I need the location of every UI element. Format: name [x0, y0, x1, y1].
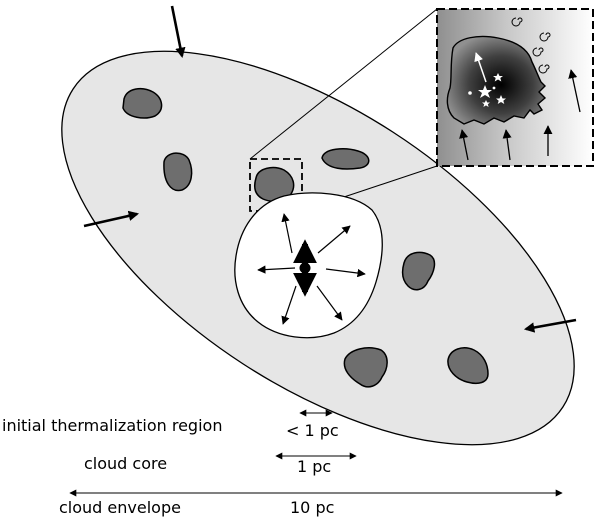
cloud-core-scale-label: 1 pc — [297, 457, 331, 476]
clump — [447, 347, 489, 385]
star-icon — [468, 73, 506, 107]
clump — [163, 152, 193, 192]
dense-clumps — [122, 87, 489, 388]
clump — [401, 251, 436, 291]
zoom-line-upper — [249, 8, 438, 160]
stellar-ejection-arrow — [474, 52, 487, 83]
inset-inflow-arrows — [459, 69, 581, 161]
inflow-arrow-left — [83, 210, 140, 228]
cloud-envelope-scale-label: 10 pc — [290, 498, 334, 517]
thermalization-region-label: initial thermalization region — [2, 416, 222, 435]
clump — [343, 347, 388, 388]
zoom-box — [249, 158, 303, 212]
bipolar-outflow — [293, 239, 317, 297]
protostar — [299, 262, 311, 274]
clump — [122, 87, 163, 119]
thermalization-scale-label: < 1 pc — [286, 421, 339, 440]
thermalization-arrows — [257, 213, 366, 325]
clump — [321, 148, 370, 170]
inflow-arrow-right — [523, 318, 577, 333]
zoom-inset — [436, 8, 594, 167]
cloud-envelope-label: cloud envelope — [59, 498, 181, 517]
inflow-arrow-top — [170, 5, 186, 59]
spiral-icon — [511, 17, 551, 74]
cloud-core-label: cloud core — [84, 454, 167, 473]
